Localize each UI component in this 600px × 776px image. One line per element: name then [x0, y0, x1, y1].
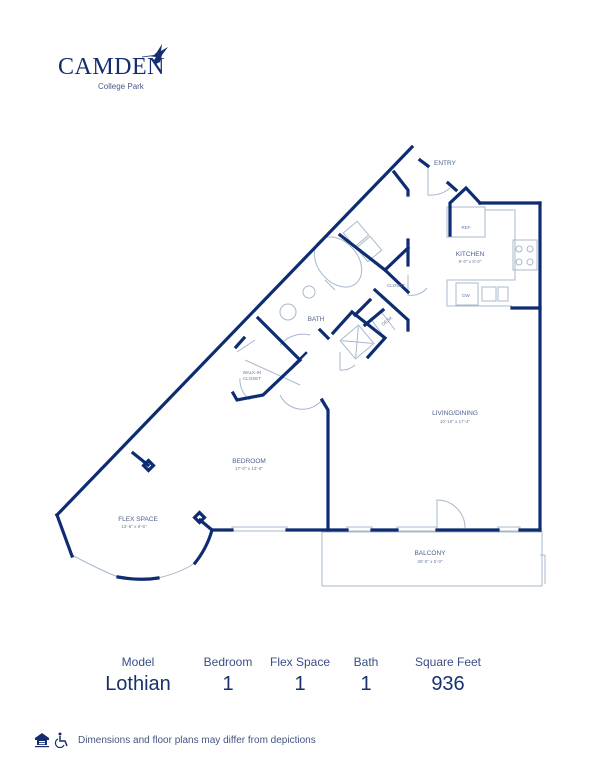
stat-label-bedroom: Bedroom [203, 655, 253, 669]
stat-label-sqft: Square Feet [414, 655, 482, 669]
room-label-bath: BATH [308, 316, 325, 323]
room-label-kitchen: KITCHEN [456, 251, 485, 258]
stat-value-bedroom: 1 [222, 673, 234, 695]
kitchen-counter [446, 209, 516, 307]
room-label-entry: ENTRY [434, 160, 457, 167]
label-desk: DESK [381, 315, 394, 327]
label-ref: REF [462, 225, 471, 230]
room-label-living: LIVING/DINING [432, 410, 478, 417]
stat-label-bath: Bath [353, 655, 379, 669]
balcony-outline [321, 531, 543, 587]
stat-bedroom: Bedroom 1 [198, 655, 258, 696]
stat-label-model: Model [121, 655, 155, 669]
camden-logo: CAMDEN College Park [58, 44, 188, 100]
entry-door-swing [427, 165, 451, 196]
stat-value-sqft: 936 [431, 673, 465, 695]
stat-value-flex: 1 [294, 673, 306, 695]
footer: Dimensions and floor plans may differ fr… [34, 730, 316, 750]
diagonal-exterior-wall [54, 144, 415, 518]
stove [512, 239, 538, 271]
stat-model: Model Lothian [100, 655, 176, 696]
equal-housing-icon [35, 733, 49, 748]
disclaimer-text: Dimensions and floor plans may differ fr… [78, 734, 316, 746]
room-dim-flex: 13'-6" x 9'-6" [121, 524, 147, 529]
room-dim-balcony: 30'-0" x 5'-0" [417, 559, 443, 564]
bathtub [313, 236, 363, 288]
brand-name: CAMDEN [58, 54, 166, 80]
sink-left [481, 286, 497, 302]
community-name: College Park [98, 82, 144, 91]
plan-summary: Model Lothian Bedroom 1 Flex Space 1 Bat… [100, 655, 500, 705]
room-label-flex: FLEX SPACE [118, 516, 158, 523]
room-label-balcony: BALCONY [414, 550, 446, 557]
stat-value-model: Lothian [105, 673, 171, 695]
stat-sqft: Square Feet 936 [412, 655, 484, 696]
stat-flex: Flex Space 1 [268, 655, 332, 696]
room-label-bedroom: BEDROOM [232, 458, 266, 465]
room-dim-living: 10'-10" x 17'-4" [440, 419, 471, 424]
sink-right [497, 286, 509, 302]
dishwasher [455, 282, 479, 306]
stat-bath: Bath 1 [346, 655, 386, 696]
refrigerator [446, 206, 486, 238]
stat-value-bath: 1 [360, 673, 372, 695]
room-dim-kitchen: 9'-0" x 8'-0" [459, 259, 482, 264]
stat-label-flex: Flex Space [269, 655, 331, 669]
label-closet: CLOSET [387, 283, 405, 288]
label-dw: DW [462, 293, 470, 298]
hummingbird-icon [142, 44, 168, 64]
accessibility-icon [54, 732, 68, 748]
room-dim-bedroom: 17'-0" x 13'-0" [235, 466, 263, 471]
floor-plan: ENTRY KITCHEN 9'-0" x 8'-0" REF DW CLOSE… [54, 144, 546, 587]
